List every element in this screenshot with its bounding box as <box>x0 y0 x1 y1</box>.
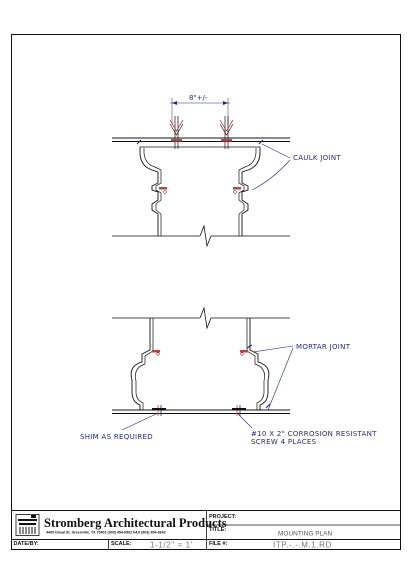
title-block: Stromberg Architectural Products 4400 On… <box>11 510 401 550</box>
note-screw-line2: SCREW 4 PLACES <box>251 438 317 446</box>
top-mount-detail <box>112 98 291 248</box>
sheet-border <box>11 34 401 550</box>
note-screw-line1: #10 X 2" CORROSION RESISTANT <box>251 430 377 438</box>
file-value: ITP.-.-.M.1.RD <box>273 541 332 550</box>
file-label: FILE #: <box>209 541 228 547</box>
bottom-mount-detail <box>112 306 294 431</box>
scale-label: SCALE: <box>111 541 132 547</box>
anchor-bolt-left <box>169 116 184 149</box>
note-shim: SHIM AS REQUIRED <box>80 433 153 441</box>
company-address: 4400 Oneal St. Greenville, TX 75401 (903… <box>46 531 166 535</box>
company-name: Stromberg Architectural Products <box>44 516 227 530</box>
company-logo <box>15 514 40 536</box>
title-value: MOUNTING PLAN <box>278 531 332 538</box>
date-label: DATE/BY: <box>14 541 39 547</box>
project-label: PROJECT: <box>209 514 236 520</box>
scale-value: 1-1/2" = 1' <box>150 541 193 550</box>
note-mortar-joint: MORTAR JOINT <box>296 343 351 351</box>
title-label: TITLE: <box>209 527 226 533</box>
anchor-bolt-right <box>219 116 234 149</box>
dimension-label: 8"+/- <box>189 94 208 102</box>
note-caulk-joint: CAULK JOINT <box>293 154 341 162</box>
